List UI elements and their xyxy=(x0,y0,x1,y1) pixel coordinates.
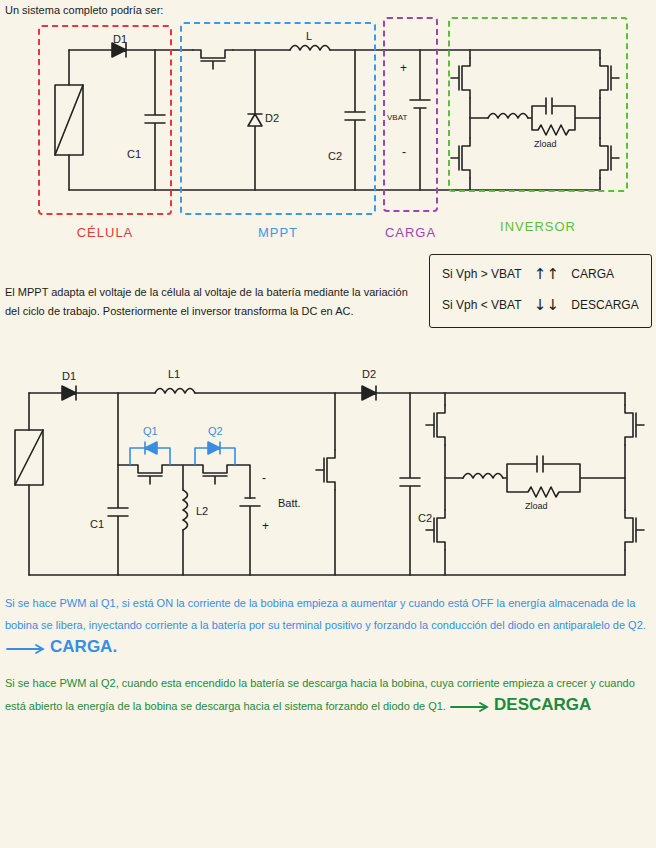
polarity-sign: - xyxy=(262,472,266,486)
capacitor-symbol xyxy=(108,393,128,575)
part-name: D2 xyxy=(265,112,279,125)
polarity-sign: + xyxy=(400,62,407,76)
antiparallel-diode xyxy=(130,442,235,465)
note: Si se hace PWM al Q1, si está ON la corr… xyxy=(5,597,646,631)
polarity-sign: - xyxy=(402,146,406,160)
note-charge: Si se hace PWM al Q1, si está ON la corr… xyxy=(5,592,650,659)
capacitor-symbol xyxy=(345,50,365,190)
note: El MPPT adapta el voltaje de la célula a… xyxy=(5,283,425,321)
diode-symbol xyxy=(112,43,126,57)
inductor-symbol xyxy=(155,389,195,394)
mosfet-symbol xyxy=(130,465,170,484)
part-name: D1 xyxy=(113,33,127,46)
condition-box: Si Vph > VBAT ↑↑ CARGA Si Vph < VBAT ↓↓ DESCA… xyxy=(429,254,652,328)
region-box: CARGA xyxy=(383,17,438,212)
capacitor-symbol xyxy=(400,393,420,575)
inductor-symbol xyxy=(290,46,330,51)
capacitor-symbol xyxy=(145,50,165,190)
wire xyxy=(69,50,600,190)
mosfet-symbol xyxy=(316,450,335,490)
part-name: D2 xyxy=(362,368,376,381)
solar-cell-symbol xyxy=(55,50,83,190)
result-word: CARGA. xyxy=(50,637,117,656)
part-name: Zload xyxy=(534,139,557,149)
inverter-bridge xyxy=(426,393,644,575)
diode-symbol xyxy=(248,50,262,190)
part-name: L xyxy=(306,30,312,43)
note-discharge: Si se hace PWM al Q2, cuando esta encend… xyxy=(5,672,650,717)
region-box: MPPT xyxy=(180,22,376,215)
inductor-symbol xyxy=(183,490,188,530)
arrow xyxy=(449,701,491,713)
wire xyxy=(29,393,625,575)
part-name: C2 xyxy=(418,512,432,525)
result-word: DESCARGA xyxy=(571,299,639,313)
region-label: CÉLULA xyxy=(77,226,134,241)
battery-symbol xyxy=(240,498,260,575)
condition: Si Vph > VBAT xyxy=(442,268,522,282)
region-label: INVERSOR xyxy=(500,220,576,235)
region-label: CARGA xyxy=(385,226,436,241)
part-name: Batt. xyxy=(278,497,301,510)
result-word: DESCARGA xyxy=(494,695,591,714)
inverter-bridge xyxy=(451,50,619,190)
battery-symbol xyxy=(410,50,430,190)
part-name: C1 xyxy=(127,148,141,161)
wire xyxy=(118,465,250,575)
arrow-sign: ↑↑ xyxy=(534,266,559,283)
signal-name: VBAT xyxy=(387,113,407,122)
mosfet-symbol xyxy=(195,465,235,484)
diode-symbol xyxy=(362,386,376,400)
heading: Un sistema completo podría ser: xyxy=(5,4,163,17)
part-name: D1 xyxy=(62,370,76,383)
solar-cell-symbol xyxy=(15,393,43,575)
polarity-sign: + xyxy=(262,520,269,534)
part-name: L2 xyxy=(196,505,208,518)
region-box: INVERSOR xyxy=(448,17,628,192)
part-name: Q1 xyxy=(143,425,158,438)
arrow-sign: ↓↓ xyxy=(534,297,559,314)
diode-symbol xyxy=(62,386,76,400)
part-name: Q2 xyxy=(208,425,223,438)
part-name: C1 xyxy=(90,518,104,531)
condition: Si Vph < VBAT xyxy=(442,299,522,313)
region-box: CÉLULA xyxy=(38,25,172,215)
result-word: CARGA xyxy=(571,268,639,282)
part-name: L1 xyxy=(168,368,180,381)
part-name: Zload xyxy=(525,501,548,511)
arrow xyxy=(5,643,47,655)
mosfet-symbol xyxy=(193,50,233,69)
region-label: MPPT xyxy=(258,226,298,241)
condition-table: Si Vph > VBAT ↑↑ CARGA Si Vph < VBAT ↓↓ DESCA… xyxy=(442,266,639,315)
part-name: C2 xyxy=(328,150,342,163)
